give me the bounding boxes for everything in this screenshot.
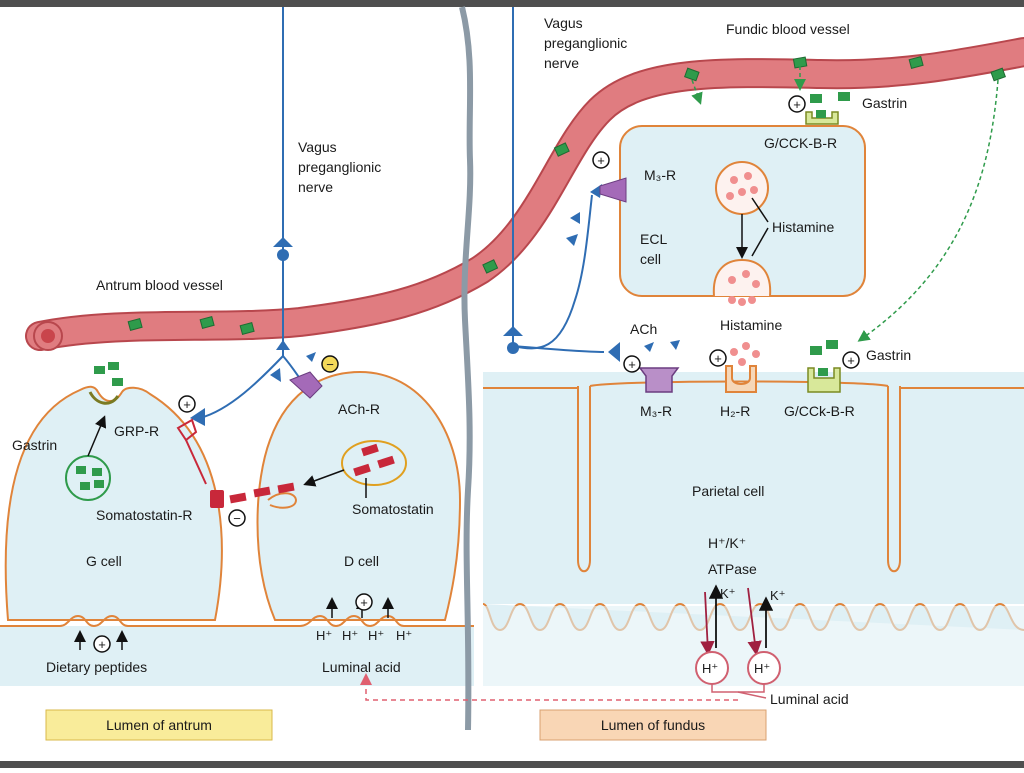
- histamine-in-label: Histamine: [772, 219, 834, 235]
- somatostatin-vesicle: [341, 440, 407, 486]
- parietal-lateral-right: [887, 386, 901, 573]
- ach-receptor-dcell: [289, 371, 323, 399]
- hplus-3: H⁺: [368, 628, 384, 643]
- hplus-4: H⁺: [396, 628, 412, 643]
- nerve-terminal-gcell: [190, 408, 205, 426]
- somatostatin-r-label: Somatostatin-R: [96, 507, 192, 523]
- histamine-out-label: Histamine: [720, 317, 782, 333]
- hplus-2: H⁺: [342, 628, 358, 643]
- vagus-right-label-3: nerve: [544, 55, 579, 71]
- vagus-left-label-1: Vagus: [298, 139, 337, 155]
- antrum-apical-membrane: [0, 614, 474, 628]
- ecl-cell-label-1: ECL: [640, 231, 667, 247]
- region-separator: [459, 6, 474, 731]
- dietary-peptides-label: Dietary peptides: [46, 659, 147, 675]
- somatostatin-molecules: [229, 443, 395, 504]
- parietal-basolateral: [589, 380, 889, 387]
- bottom-frame-bar: [0, 761, 1024, 768]
- svg-text:−: −: [233, 511, 241, 526]
- hplus-ion-1-label: H⁺: [702, 661, 718, 676]
- lumen-antrum-box: [45, 709, 273, 741]
- gcck-receptor-parietal: [807, 367, 841, 393]
- gcck-top-label: G/CCK-B-R: [764, 135, 837, 151]
- fundic-vessel-label: Fundic blood vessel: [726, 21, 850, 37]
- lumen-antrum-label: Lumen of antrum: [106, 717, 212, 733]
- top-frame-bar: [0, 0, 1024, 7]
- hplus-ion-2-label: H⁺: [754, 661, 770, 676]
- vessel-gastrin-molecules: [127, 55, 1006, 335]
- svg-text:+: +: [360, 595, 368, 610]
- modulation-signs: + − − + + + + + + +: [93, 95, 860, 653]
- luminal-acid-left-label: Luminal acid: [322, 659, 401, 675]
- pump-label-2: ATPase: [708, 561, 757, 577]
- svg-text:+: +: [793, 97, 801, 112]
- vagus-left-label-3: nerve: [298, 179, 333, 195]
- kplus-2: K⁺: [770, 588, 786, 603]
- svg-text:+: +: [714, 351, 722, 366]
- hplus-1: H⁺: [316, 628, 332, 643]
- svg-text:+: +: [183, 397, 191, 412]
- h2-receptor: [725, 365, 757, 393]
- vagus-right-label-1: Vagus: [544, 15, 583, 31]
- ach-label: ACh: [630, 321, 657, 337]
- ecl-cell-label-2: cell: [640, 251, 661, 267]
- m3r-ecl-label: M₃-R: [644, 167, 676, 183]
- d-cell-notch: [267, 492, 298, 509]
- svg-text:+: +: [597, 153, 605, 168]
- grp-receptor: [176, 418, 198, 442]
- h2r-label: H₂-R: [720, 403, 750, 419]
- vagus-right-label-2: preganglionic: [544, 35, 627, 51]
- gastrin-right-label: Gastrin: [866, 347, 911, 363]
- luminal-acid-right-label: Luminal acid: [770, 691, 849, 707]
- gastrin-g-label: Gastrin: [12, 437, 57, 453]
- gcck-parietal-label: G/CCk-B-R: [784, 403, 855, 419]
- ach-r-label: ACh-R: [338, 401, 380, 417]
- g-cell-label: G cell: [86, 553, 122, 569]
- left-vagus-nerve: [199, 7, 306, 419]
- parietal-cell-label: Parietal cell: [692, 483, 764, 499]
- pump-label-1: H⁺/K⁺: [708, 535, 746, 551]
- m3-receptor-ecl: [599, 177, 627, 203]
- vagus-left-label-2: preganglionic: [298, 159, 381, 175]
- grp-r-label: GRP-R: [114, 423, 159, 439]
- somatostatin-receptor: [210, 490, 224, 508]
- antrum-vessel-label: Antrum blood vessel: [96, 277, 223, 293]
- nerve-terminal-parietal: [608, 342, 620, 362]
- svg-text:+: +: [628, 357, 636, 372]
- m3r-parietal-label: M₃-R: [640, 403, 672, 419]
- svg-text:−: −: [326, 357, 334, 372]
- svg-text:+: +: [98, 637, 106, 652]
- right-vagus-nerve: [512, 7, 605, 353]
- m3-receptor-parietal: [638, 367, 680, 393]
- lumen-fundus-label: Lumen of fundus: [601, 717, 705, 733]
- acid-feedback-path: [360, 673, 738, 701]
- svg-text:+: +: [847, 353, 855, 368]
- gastrin-top-label: Gastrin: [862, 95, 907, 111]
- d-cell-label: D cell: [344, 553, 379, 569]
- somatostatin-label: Somatostatin: [352, 501, 434, 517]
- parietal-lateral-left: [577, 386, 591, 573]
- kplus-1: K⁺: [720, 586, 736, 601]
- lumen-fundus-box: [539, 709, 767, 741]
